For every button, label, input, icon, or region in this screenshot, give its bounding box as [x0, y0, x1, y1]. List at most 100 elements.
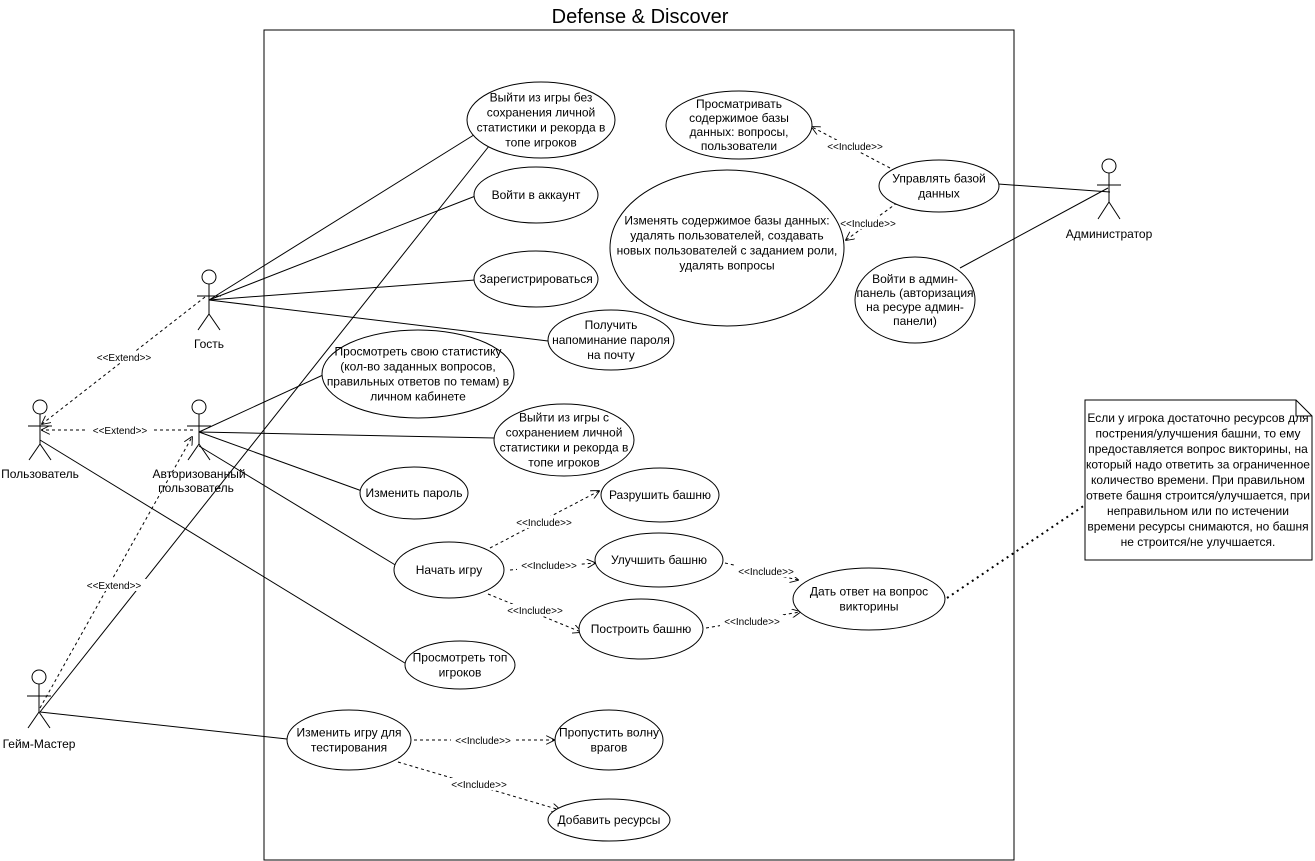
usecase-label: Просмотреть свою статистику(кол-во задан… — [327, 345, 509, 404]
extend-label-guest-user: <<Extend>> — [97, 353, 152, 364]
usecase-edit-db[interactable]: Изменять содержимое базы данных:удалять … — [609, 169, 845, 327]
text-line: пострения/улучшения башни, то ему — [1096, 427, 1301, 441]
text-line: Разрушить башню — [609, 488, 711, 502]
text-line: топе игроков — [505, 136, 576, 150]
text-line: Просматривать — [696, 97, 782, 111]
stick-figure-icon — [1097, 158, 1121, 220]
text-line: который надо ответить за ограниченное — [1086, 458, 1310, 472]
text-line: панель (авторизация — [856, 286, 973, 300]
actor-admin[interactable]: Администратор — [1066, 158, 1153, 241]
text-line: пользователи — [701, 139, 777, 153]
text-line: Улучшить башню — [611, 553, 707, 567]
text-line: Выйти из игры с — [519, 411, 609, 425]
actor-user[interactable]: Пользователь — [1, 399, 79, 481]
text-line: Управлять базой — [892, 172, 986, 186]
text-line: топе игроков — [528, 456, 599, 470]
association-lines — [39, 127, 1111, 740]
usecase-change-password[interactable]: Изменить пароль — [359, 466, 469, 520]
actor-auth-user[interactable]: Авторизованный пользователь — [152, 399, 246, 495]
actor-label: Гейм-Мастер — [3, 737, 76, 751]
text-line: Если у игрока достаточно ресурсов для — [1087, 411, 1308, 425]
stick-figure-icon — [27, 669, 51, 729]
actor-label: Гость — [194, 337, 224, 351]
usecase-login[interactable]: Войти в аккаунт — [473, 166, 599, 224]
diagram-title: Defense & Discover — [552, 6, 729, 28]
text-line: Дать ответ на вопрос — [810, 585, 928, 599]
usecase-label: Начать игру — [416, 563, 482, 577]
usecase-add-resources[interactable]: Добавить ресурсы — [547, 798, 671, 842]
usecase-view-stats[interactable]: Просмотреть свою статистику(кол-во задан… — [321, 329, 515, 419]
include-label-build: <<Include>> — [507, 606, 563, 617]
usecase-label: Улучшить башню — [611, 553, 707, 567]
text-line: Войти в админ- — [872, 272, 958, 286]
include-label-destroy: <<Include>> — [516, 518, 572, 529]
comment-note: Если у игрока достаточно ресурсов для пос… — [1084, 399, 1313, 561]
extend-label-gamemaster-auth: <<Extend>> — [87, 581, 142, 592]
extend-label-auth-user: <<Extend>> — [93, 426, 148, 437]
text-line: Пропустить волну — [559, 726, 659, 740]
text-line: Начать игру — [416, 563, 482, 577]
text-line: напоминание пароля — [552, 333, 670, 347]
actor-label: Администратор — [1066, 227, 1153, 241]
actor-guest[interactable]: Гость — [194, 269, 224, 351]
text-line: сохранения личной — [487, 106, 595, 120]
usecase-register[interactable]: Зарегистрироваться — [473, 250, 599, 308]
text-line: данных: вопросы, — [690, 125, 789, 139]
text-line: игроков — [439, 666, 482, 680]
usecase-label: Построить башню — [591, 622, 691, 636]
text-line: Просмотреть топ — [413, 651, 508, 665]
include-label-view-db: <<Include>> — [827, 142, 883, 153]
text-line: на почту — [587, 348, 634, 362]
actor-game-master[interactable]: Гейм-Мастер — [3, 669, 76, 751]
text-line: времени ресурсы снимаются, но башня — [1087, 520, 1308, 534]
text-line: неправильном или по истечении — [1107, 504, 1289, 518]
include-label-skip-wave: <<Include>> — [455, 736, 511, 747]
text-line: статистики и рекорда в — [500, 441, 629, 455]
text-line: ответе башня строится/улучшается, при — [1086, 489, 1310, 503]
text-line: новых пользователей с заданием роли, — [617, 244, 838, 258]
text-line: Добавить ресурсы — [558, 813, 661, 827]
text-line: на ресуре админ- — [866, 300, 964, 314]
usecase-destroy-tower[interactable]: Разрушить башню — [600, 467, 720, 523]
text-line: Войти в аккаунт — [492, 188, 581, 202]
text-line: Получить — [585, 318, 638, 332]
text-line: содержимое базы — [689, 111, 789, 125]
usecase-build-tower[interactable]: Построить башню — [578, 598, 704, 660]
text-line: Зарегистрироваться — [479, 272, 592, 286]
usecase-label: Зарегистрироваться — [479, 272, 592, 286]
include-label-build-quiz: <<Include>> — [724, 617, 780, 628]
text-line: правильных ответов по темам) в — [327, 375, 509, 389]
text-line: данных — [918, 187, 960, 201]
text-line: (кол-во заданных вопросов, — [340, 360, 495, 374]
usecase-start-game[interactable]: Начать игру — [393, 541, 505, 599]
system-boundary — [263, 29, 1015, 861]
stick-figure-icon — [28, 399, 52, 461]
note-text: Если у игрока достаточно ресурсов для пос… — [1086, 411, 1310, 549]
text-line: тестирования — [311, 741, 387, 755]
text-line: врагов — [591, 741, 628, 755]
text-line: удалять вопросы — [679, 259, 774, 273]
stick-figure-icon — [187, 399, 211, 461]
note-connector — [946, 504, 1086, 599]
text-line: Просмотреть свою статистику — [335, 345, 502, 359]
text-line: статистики и рекорда в — [477, 121, 606, 135]
actor-label: Пользователь — [1, 467, 79, 481]
usecase-upgrade-tower[interactable]: Улучшить башню — [594, 532, 724, 588]
text-line: сохранением личной — [506, 426, 623, 440]
